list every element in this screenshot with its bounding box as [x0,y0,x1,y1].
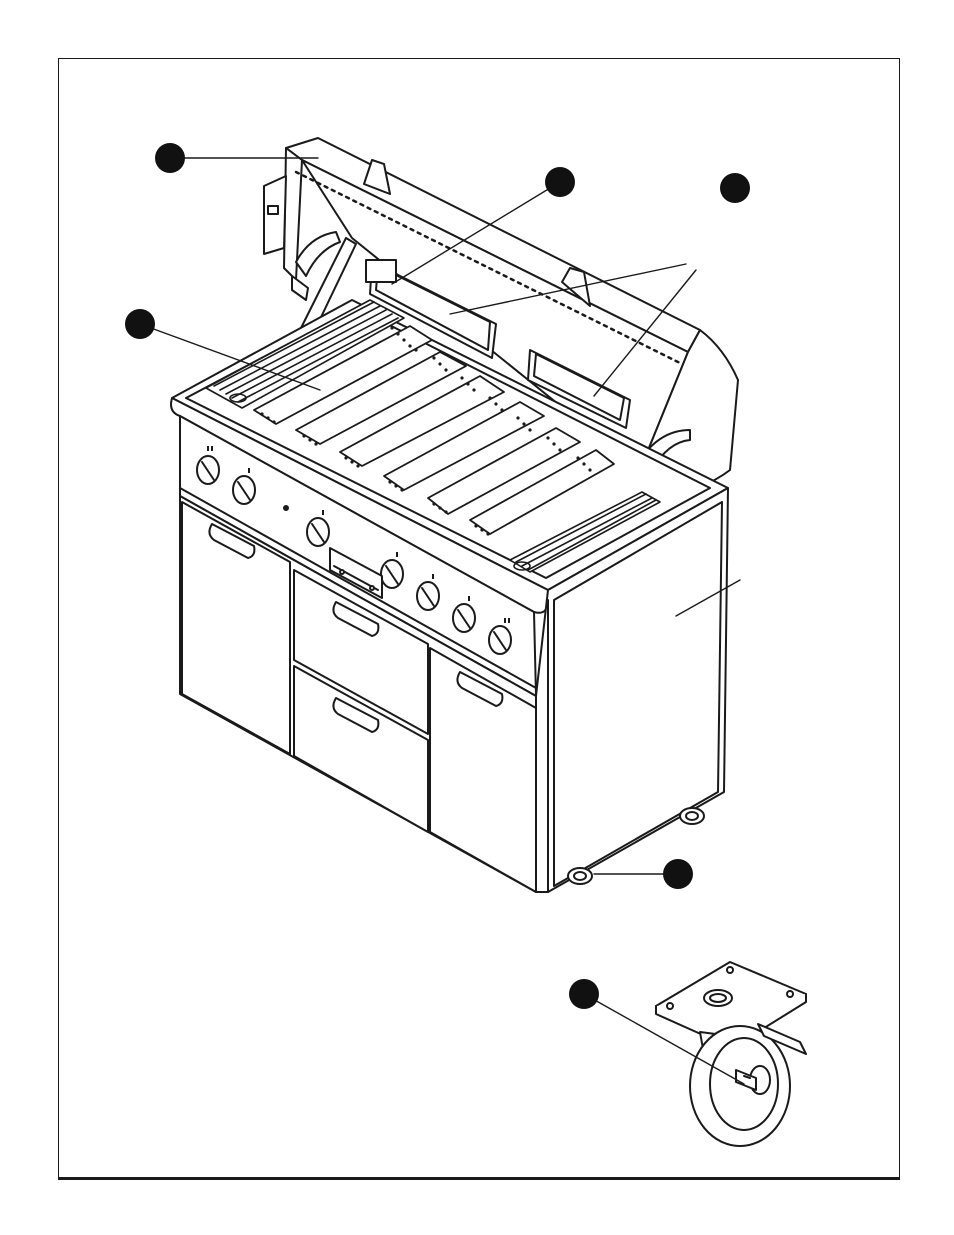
knob-icon [307,518,329,546]
callout-hood-window-marker [545,167,575,197]
knob-icon [381,560,403,588]
knob-icon [197,456,219,484]
callout-cooking-grates-marker [125,309,155,339]
knob-icon [453,604,475,632]
callout-hood-marker [155,143,185,173]
callout-caster-brake-lock-marker [569,979,599,1009]
caster-wheel [656,962,806,1146]
knob-icon [233,476,255,504]
callout-hood-lights-marker [720,173,750,203]
knob-icon [417,582,439,610]
knob-icon [489,626,511,654]
callout-caster-wheel-marker [663,859,693,889]
